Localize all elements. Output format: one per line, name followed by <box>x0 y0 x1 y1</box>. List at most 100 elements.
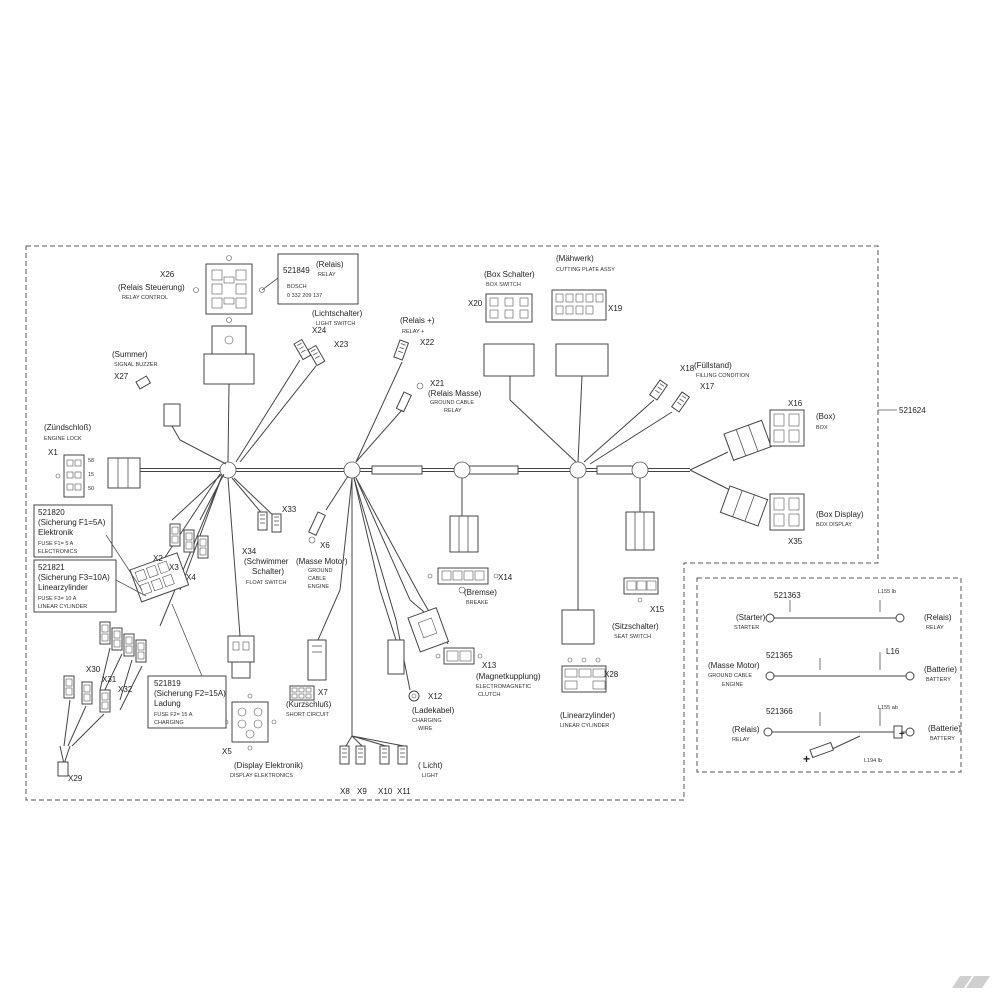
svg-text:58: 58 <box>88 458 94 464</box>
clutch-plug <box>407 607 450 653</box>
box-connector: X16 (Box) BOX <box>723 399 835 461</box>
svg-text:X7: X7 <box>318 688 328 697</box>
svg-text:X23: X23 <box>334 340 349 349</box>
svg-text:L16: L16 <box>886 647 900 656</box>
svg-text:(Display Elektronik): (Display Elektronik) <box>234 761 303 770</box>
hub-462-connector <box>449 478 479 553</box>
svg-text:+: + <box>899 729 905 740</box>
svg-text:X35: X35 <box>788 537 803 546</box>
svg-text:X16: X16 <box>788 399 803 408</box>
ignition-label: (Zündschloß) <box>44 423 91 432</box>
svg-text:CUTTING PLATE ASSY: CUTTING PLATE ASSY <box>556 267 615 273</box>
svg-text:X32: X32 <box>118 685 133 694</box>
svg-text:(Relais): (Relais) <box>924 613 952 622</box>
svg-text:X5: X5 <box>222 747 232 756</box>
svg-text:FUSE F1= 5 A: FUSE F1= 5 A <box>38 541 74 547</box>
svg-text:X12: X12 <box>428 692 443 701</box>
svg-text:RELAY: RELAY <box>444 408 462 414</box>
svg-text:X31: X31 <box>102 675 117 684</box>
svg-text:15: 15 <box>88 472 94 478</box>
svg-text:SHORT CIRCUIT: SHORT CIRCUIT <box>286 712 330 718</box>
svg-text:RELAY CONTROL: RELAY CONTROL <box>122 295 168 301</box>
relay-ground-connector: X21 (Relais Masse) GROUND CABLE RELAY <box>355 379 482 463</box>
float-switch-connector: X33 X34 (Schwimmer Schalter) FLOAT SWITC… <box>227 477 297 679</box>
svg-text:WIRE: WIRE <box>418 726 433 732</box>
svg-text:521366: 521366 <box>766 707 793 716</box>
ground-engine-connector: X6 (Masse Motor) GROUND CABLE ENGINE <box>296 475 349 590</box>
svg-text:X19: X19 <box>608 304 623 313</box>
svg-text:(Füllstand): (Füllstand) <box>694 361 732 370</box>
svg-text:GROUND: GROUND <box>308 568 332 574</box>
clutch-connector: X13 (Magnetkupplung) ELECTROMAGNETIC CLU… <box>435 647 541 698</box>
light-connectors: X8 X9 X10 X11 ( Licht) LIGHT <box>339 735 443 796</box>
svg-text:X14: X14 <box>498 573 513 582</box>
brand-logo <box>952 976 990 988</box>
svg-text:521365: 521365 <box>766 651 793 660</box>
svg-text:L194 lb: L194 lb <box>864 758 882 764</box>
box-switch-connector: (Box Schalter) BOX SWITCH X20 <box>468 270 577 463</box>
svg-text:FUSE F3= 10 A: FUSE F3= 10 A <box>38 596 77 602</box>
svg-text:X20: X20 <box>468 299 483 308</box>
svg-text:BOX: BOX <box>816 425 828 431</box>
box-display-connector: (Box Display) BOX DISPLAY X35 <box>719 485 864 546</box>
svg-text:RELAY: RELAY <box>926 625 944 631</box>
seat-switch-connector: X15 (Sitzschalter) SEAT SWITCH <box>612 577 665 640</box>
main-frame <box>25 245 879 801</box>
svg-text:X30: X30 <box>86 665 101 674</box>
relay-control-connector: X26 (Relais Steuerung) RELAY CONTROL <box>118 255 265 463</box>
svg-text:521820: 521820 <box>38 508 65 517</box>
svg-text:(Sitzschalter): (Sitzschalter) <box>612 622 659 631</box>
svg-text:X18: X18 <box>680 364 695 373</box>
svg-text:(Sicherung F2=15A): (Sicherung F2=15A) <box>154 689 226 698</box>
fuse3-label: 521821 (Sicherung F3=10A) Linearzylinder… <box>33 559 147 613</box>
svg-text:RELAY: RELAY <box>732 737 750 743</box>
svg-text:(Masse Motor): (Masse Motor) <box>708 661 760 670</box>
svg-text:FLOAT SWITCH: FLOAT SWITCH <box>246 580 286 586</box>
svg-text:X11: X11 <box>397 787 411 796</box>
svg-text:FILLING CONDITION: FILLING CONDITION <box>696 373 749 379</box>
svg-text:X21: X21 <box>430 379 445 388</box>
relay-info-box: 521849 (Relais) RELAY BOSCH 0 332 209 13… <box>261 253 359 305</box>
svg-text:(Relais Steuerung): (Relais Steuerung) <box>118 283 185 292</box>
svg-text:X4: X4 <box>186 573 196 582</box>
svg-text:ENGINE: ENGINE <box>308 584 329 590</box>
svg-text:RELAY: RELAY <box>318 272 336 278</box>
svg-text:(Masse Motor): (Masse Motor) <box>296 557 348 566</box>
svg-text:ELECTROMAGNETIC: ELECTROMAGNETIC <box>476 684 531 690</box>
svg-text:X33: X33 <box>282 505 297 514</box>
svg-text:ENGINE: ENGINE <box>722 682 743 688</box>
svg-text:Schalter): Schalter) <box>252 567 284 576</box>
svg-text:LIGHT: LIGHT <box>422 773 439 779</box>
svg-text:BOX DISPLAY: BOX DISPLAY <box>816 522 852 528</box>
svg-text:BREAKE: BREAKE <box>466 600 489 606</box>
svg-text:DISPLAY ELEKTRONICS: DISPLAY ELEKTRONICS <box>230 773 293 779</box>
svg-text:(Kurzschluß): (Kurzschluß) <box>286 700 332 709</box>
svg-text:BOX SWITCH: BOX SWITCH <box>486 282 521 288</box>
svg-text:50: 50 <box>88 486 94 492</box>
svg-text:(Sicherung F1=5A): (Sicherung F1=5A) <box>38 518 106 527</box>
cable-battery: 521366 L155 ab L194 lb (Relais) RELAY (B… <box>732 705 961 766</box>
svg-text:SEAT SWITCH: SEAT SWITCH <box>614 634 651 640</box>
svg-text:X8: X8 <box>340 787 350 796</box>
brake-connector: X14 (Bremse) BREAKE <box>427 567 513 606</box>
fuse-cluster: X2 X3 X4 X30 X31 X32 X29 <box>57 473 225 783</box>
relay-plus-connector: (Relais +) RELAY + X22 <box>355 316 435 463</box>
svg-text:LINEAR CYLINDER: LINEAR CYLINDER <box>560 723 609 729</box>
svg-text:Elektronik: Elektronik <box>38 528 74 537</box>
short-circuit-connector: X7 (Kurzschluß) SHORT CIRCUIT <box>286 639 332 718</box>
svg-text:X13: X13 <box>482 661 497 670</box>
svg-text:X9: X9 <box>357 787 367 796</box>
svg-text:(Starter): (Starter) <box>736 613 766 622</box>
svg-text:X22: X22 <box>420 338 435 347</box>
svg-text:X24: X24 <box>312 326 327 335</box>
cable-starter: 521363 L155 lb (Starter) STARTER (Relais… <box>734 589 952 631</box>
svg-text:GROUND CABLE: GROUND CABLE <box>430 400 474 406</box>
svg-text:(Relais +): (Relais +) <box>400 316 435 325</box>
svg-text:(Mähwerk): (Mähwerk) <box>556 254 594 263</box>
fuse1-label: 521820 (Sicherung F1=5A) Elektronik FUSE… <box>33 504 143 591</box>
svg-text:SIGNAL BUZZER: SIGNAL BUZZER <box>114 362 158 368</box>
cable-ground: 521365 L16 (Masse Motor) GROUND CABLE EN… <box>708 647 957 688</box>
svg-text:(Relais Masse): (Relais Masse) <box>428 389 482 398</box>
svg-text:X3: X3 <box>169 563 179 572</box>
